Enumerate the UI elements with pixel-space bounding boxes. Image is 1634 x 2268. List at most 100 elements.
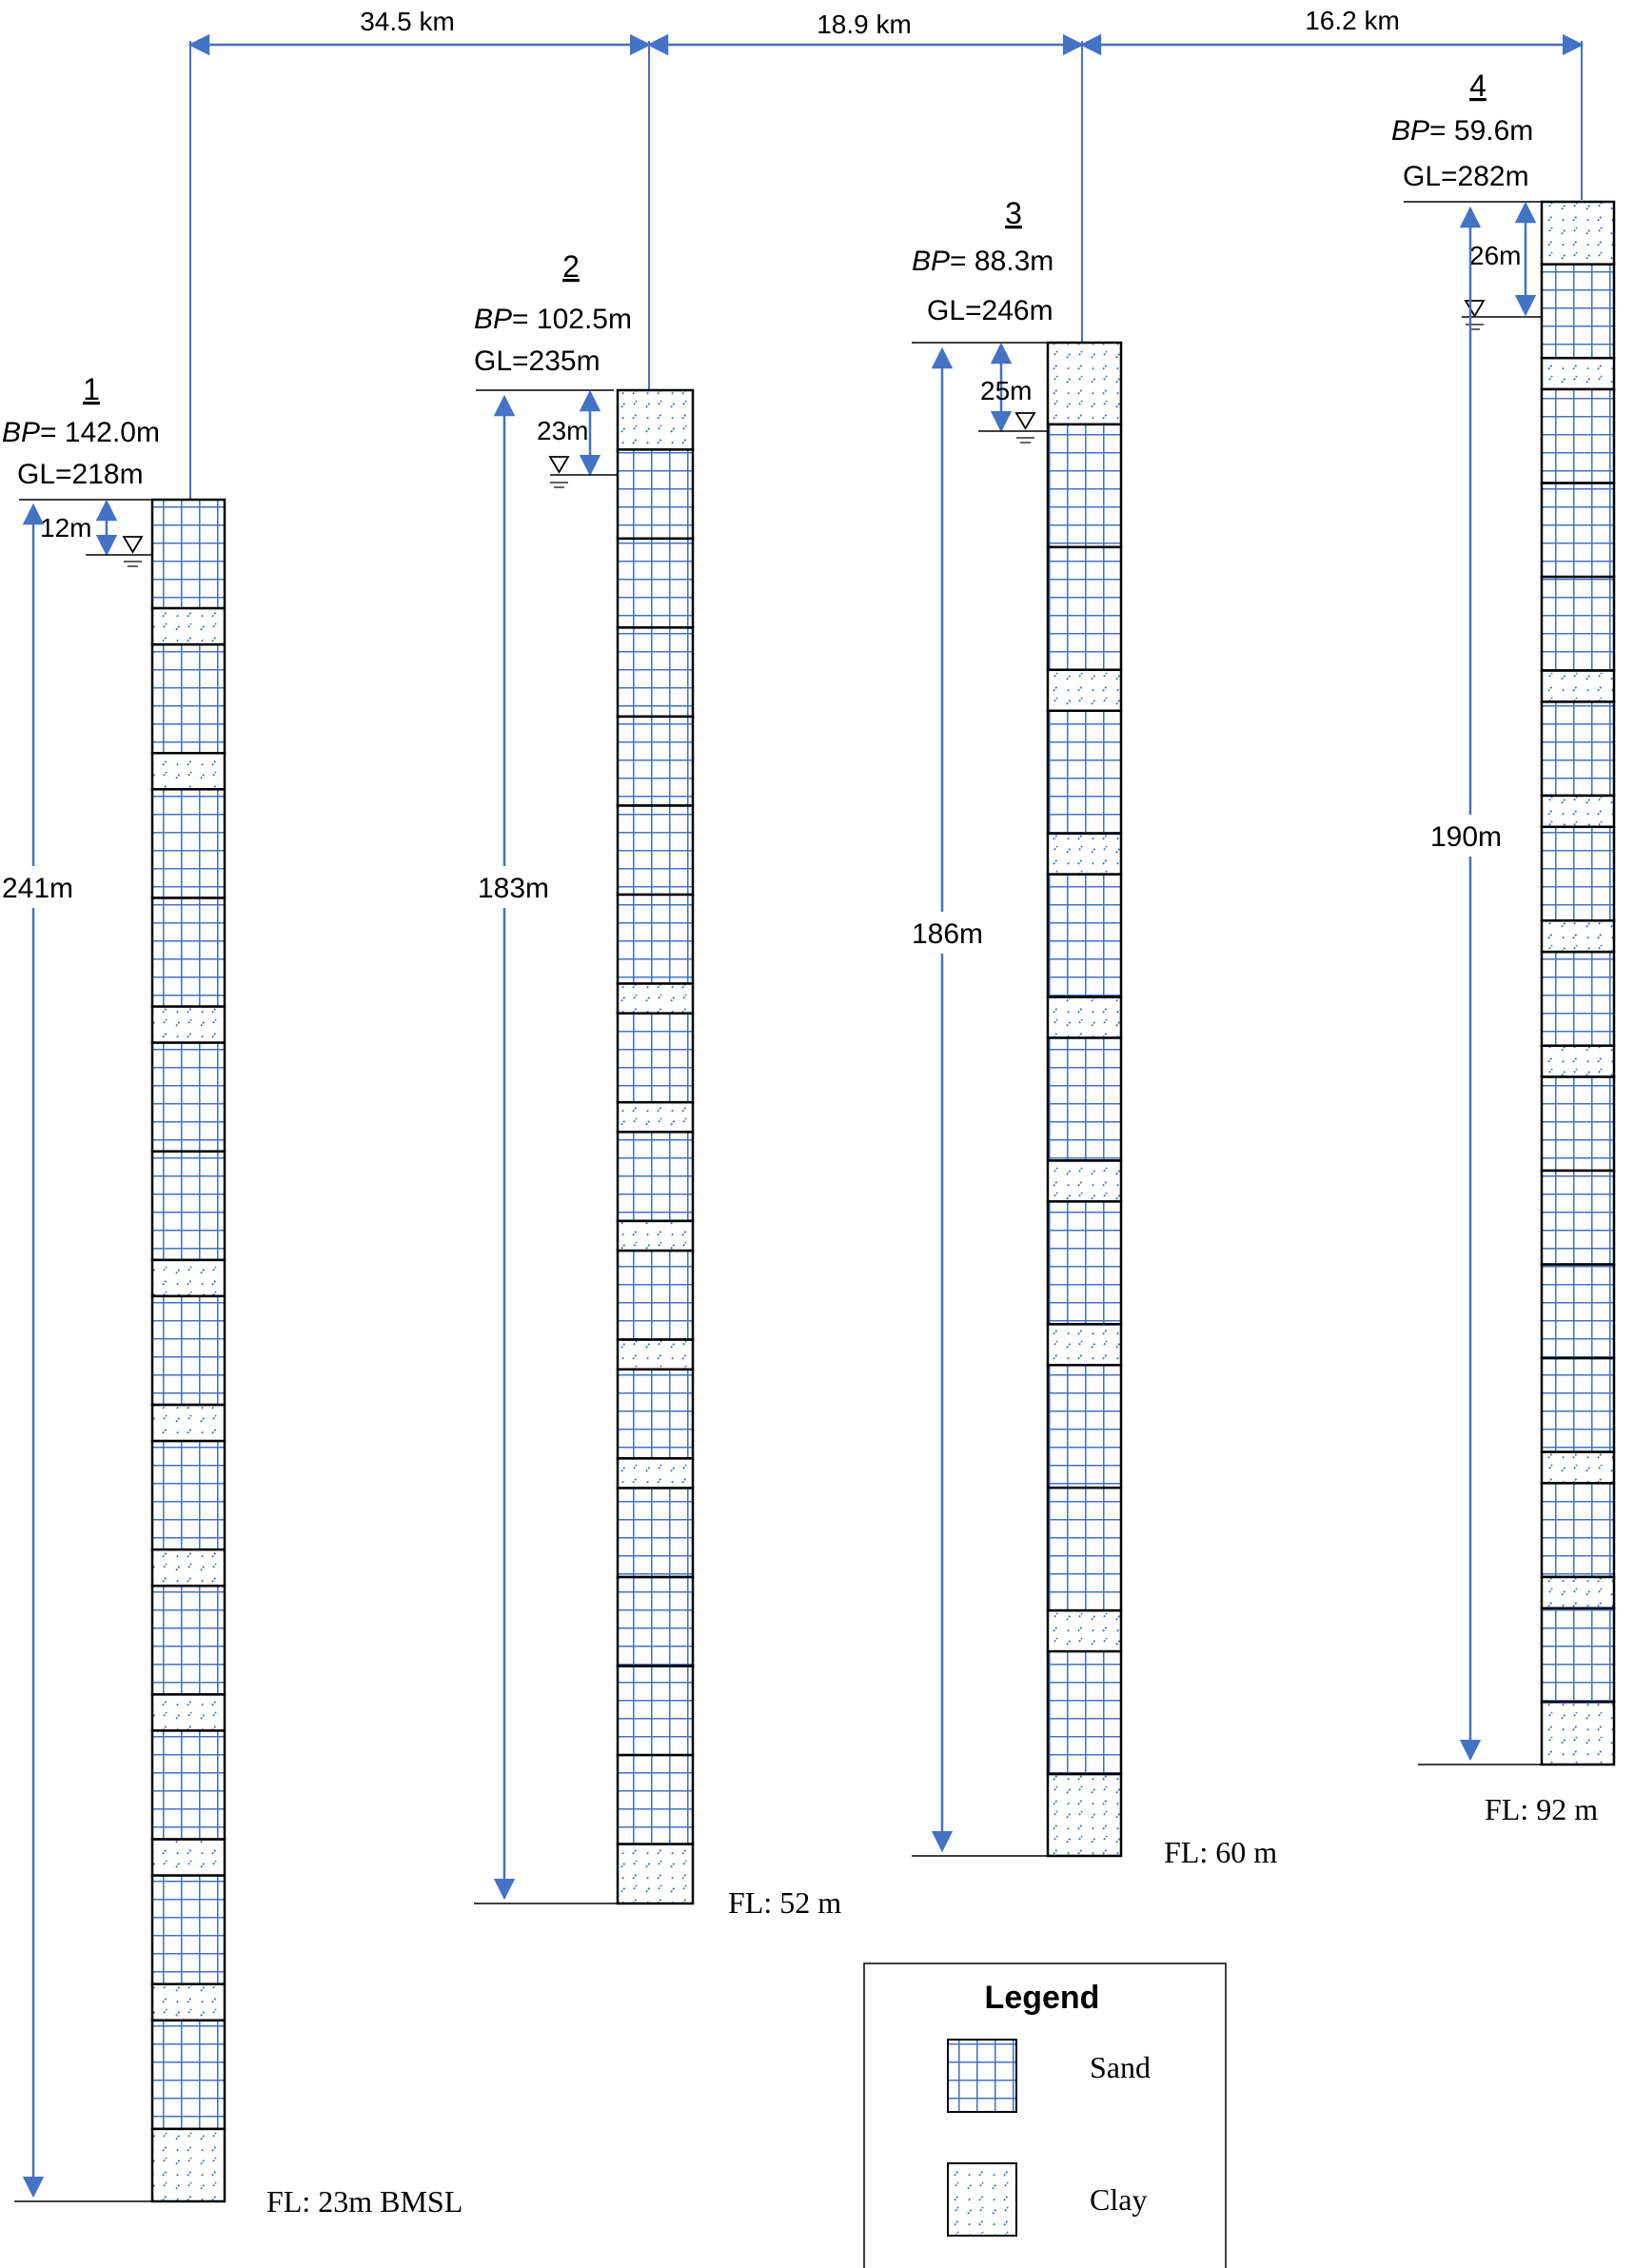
water-depth-label: 26m (1469, 241, 1521, 270)
clay-layer (150, 2127, 226, 2203)
total-depth-label: 186m (912, 918, 983, 950)
sand-layer (150, 498, 226, 610)
sand-layer (1540, 1169, 1616, 1266)
clay-layer (1046, 1608, 1123, 1653)
clay-layer (1046, 996, 1123, 1039)
final-level-label: FL: 23m BMSL (266, 2184, 463, 2219)
clay-layer (150, 1403, 226, 1443)
clay-layer (1540, 1575, 1616, 1610)
clay-layer (150, 1258, 226, 1298)
lithology-column (1046, 341, 1123, 1858)
sand-layer (616, 804, 695, 897)
sand-layer (616, 448, 695, 541)
sand-layer (616, 1249, 695, 1341)
sand-layer (1046, 873, 1123, 998)
sand-layer (1540, 482, 1616, 579)
total-depth-label: 241m (2, 873, 73, 904)
sand-layer (1046, 423, 1123, 549)
clay-layer (150, 1693, 226, 1732)
sand-layer (150, 1729, 226, 1841)
sand-layer (616, 1753, 695, 1845)
final-level-label: FL: 52 m (728, 1885, 841, 1920)
clay-layer (150, 1838, 226, 1877)
distance-label-2-3: 18.9 km (817, 10, 912, 39)
total-depth-label: 183m (478, 873, 549, 904)
ground-level: GL=235m (474, 345, 600, 377)
sand-layer (616, 1487, 695, 1579)
borehole-number: 2 (562, 249, 580, 284)
bp-elevation: BP= 102.5m (474, 304, 632, 335)
sand-layer (1540, 1607, 1616, 1704)
sand-layer (616, 715, 695, 807)
final-level-label: FL: 92 m (1485, 1792, 1598, 1826)
bp-elevation: BP= 59.6m (1391, 115, 1533, 147)
legend-box (863, 1962, 1227, 2268)
legend-title: Legend (985, 1980, 1100, 2016)
sand-layer (1540, 1482, 1616, 1579)
final-level-label: FL: 60 m (1164, 1835, 1277, 1869)
distance-label-3-4: 16.2 km (1305, 6, 1400, 35)
clay-layer (1540, 1450, 1616, 1485)
sand-layer (1540, 1075, 1616, 1173)
lithology-column (1540, 200, 1616, 1766)
clay-layer (616, 1219, 695, 1252)
clay-layer (616, 1843, 695, 1905)
clay-layer (1540, 200, 1616, 266)
sand-layer (1540, 387, 1616, 484)
water-table-icon (86, 536, 162, 567)
clay-layer (1540, 919, 1616, 954)
clay-layer (1540, 356, 1616, 391)
sand-layer (616, 537, 695, 629)
sand-layer (1540, 825, 1616, 922)
sand-layer (1540, 1356, 1616, 1453)
sand-layer (150, 788, 226, 899)
sand-layer (616, 1368, 695, 1460)
sand-layer (150, 1150, 226, 1262)
sand-layer (150, 1294, 226, 1407)
sand-layer (150, 2019, 226, 2131)
sand-layer (1046, 545, 1123, 672)
sand-layer (1540, 950, 1616, 1047)
lithology-column (616, 388, 695, 1905)
sand-layer (1046, 709, 1123, 835)
legend-clay-swatch (947, 2162, 1017, 2237)
sand-layer (1540, 700, 1616, 798)
clay-layer (1540, 794, 1616, 829)
sand-layer (1046, 1364, 1123, 1489)
sand-layer (1046, 1036, 1123, 1162)
water-depth-label: 23m (537, 416, 588, 445)
sand-layer (1046, 1486, 1123, 1612)
distance-label-1-2: 34.5 km (360, 7, 455, 36)
clay-layer (150, 1005, 226, 1044)
legend-sand-swatch (947, 2039, 1017, 2113)
sand-layer (616, 1012, 695, 1104)
sand-layer (616, 893, 695, 985)
clay-layer (150, 1548, 226, 1588)
water-table-icon (978, 412, 1052, 444)
sand-layer (1540, 1263, 1616, 1360)
borehole-4: 4 BP= 59.6m GL=282m 26m 190m FL: 92 m (1391, 69, 1616, 1826)
clay-layer (1046, 668, 1123, 713)
lithology-column (150, 498, 226, 2203)
clay-layer (1540, 1701, 1616, 1766)
borehole-number: 3 (1005, 196, 1022, 230)
clay-layer (1046, 1159, 1123, 1203)
water-depth-label: 12m (40, 513, 91, 542)
sand-layer (616, 626, 695, 719)
sand-layer (150, 1874, 226, 1985)
clay-layer (616, 1100, 695, 1134)
borehole-number: 1 (83, 372, 100, 406)
clay-layer (616, 388, 695, 451)
sand-layer (616, 1131, 695, 1223)
ground-level: GL=246m (927, 295, 1053, 326)
clay-layer (1046, 1323, 1123, 1367)
sand-layer (150, 1041, 226, 1153)
legend: Legend Sand Clay (863, 1962, 1227, 2268)
total-depth-label: 190m (1430, 821, 1502, 853)
borehole-3: 3 BP= 88.3m GL=246m 25m 186m FL: 60 m (909, 196, 1277, 1869)
water-table-icon (1462, 300, 1542, 330)
sand-layer (150, 642, 226, 755)
sand-layer (1540, 263, 1616, 360)
borehole-number: 4 (1469, 69, 1486, 103)
sand-layer (1046, 1200, 1123, 1326)
